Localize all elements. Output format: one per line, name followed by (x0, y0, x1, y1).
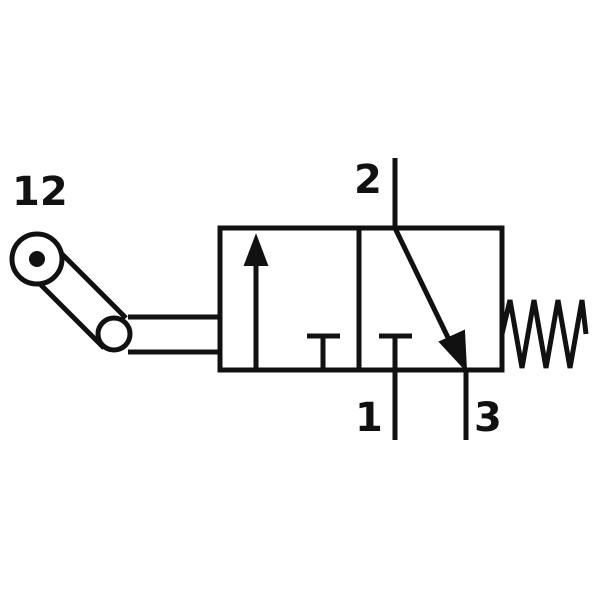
right-flow-arrowhead (438, 329, 468, 373)
left-position-square (243, 233, 340, 370)
return-spring (499, 299, 589, 369)
left-flow-arrowhead (243, 233, 269, 266)
right-position-square (379, 226, 468, 373)
port-label-12: 12 (12, 169, 68, 215)
roller-lever-actuator (9, 231, 220, 355)
roller-pivot (29, 251, 45, 267)
port-label-2: 2 (354, 157, 382, 203)
lever-joint (95, 315, 133, 353)
right-flow-line (392, 226, 457, 352)
lever-arm-lower (28, 272, 106, 350)
valve-body (217, 225, 505, 373)
port-label-3: 3 (474, 395, 502, 441)
port-label-1: 1 (355, 395, 383, 441)
